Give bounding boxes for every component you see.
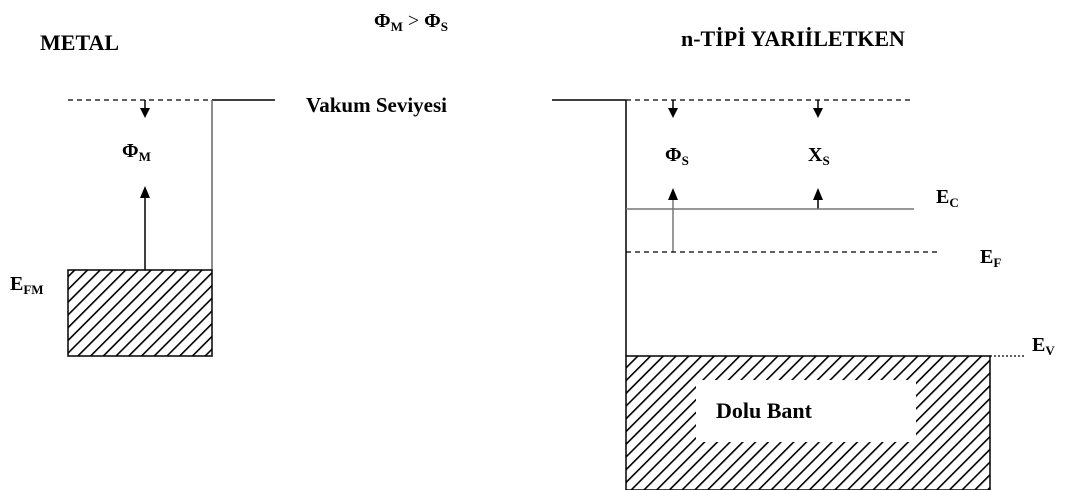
work-function-condition: ΦM>ΦS (374, 10, 448, 34)
metal-fermi-subscript: FM (23, 282, 43, 297)
electron-affinity-subscript: S (822, 153, 829, 168)
semiconductor-work-function-subscript: S (682, 153, 689, 168)
filled-band-label: Dolu Bant (716, 398, 813, 423)
semiconductor-work-function-symbol: Φ (665, 144, 682, 166)
semiconductor-fermi-symbol: E (980, 246, 993, 268)
metal-work-function-label: ΦM (122, 140, 151, 164)
metal-work-function-symbol: Φ (122, 140, 139, 162)
condition-operator: > (408, 10, 419, 32)
conduction-band-label: EC (936, 186, 959, 210)
condition-left-symbol: Φ (374, 10, 391, 32)
valence-band-subscript: V (1045, 343, 1055, 358)
electron-affinity-arrow-bottom-head (813, 188, 823, 200)
conduction-band-subscript: C (949, 195, 958, 210)
metal-work-function-arrow-top-head (140, 108, 150, 118)
semiconductor-work-function-arrow-bottom-head (668, 188, 678, 200)
filled-band-label-box (696, 380, 916, 442)
semiconductor-work-function-label: ΦS (665, 144, 689, 168)
condition-right-subscript: S (441, 19, 448, 34)
semiconductor-fermi-level-label: EF (980, 246, 1001, 270)
conduction-band-symbol: E (936, 186, 949, 208)
semiconductor-title: n-TİPİ YARIİLETKEN (681, 26, 905, 51)
electron-affinity-symbol: X (808, 144, 823, 166)
metal-work-function-subscript: M (139, 149, 151, 164)
electron-affinity-label: XS (808, 144, 830, 168)
semiconductor-fermi-subscript: F (993, 255, 1001, 270)
semiconductor-work-function-arrow-top-head (668, 108, 678, 118)
valence-band-symbol: E (1032, 334, 1045, 356)
metal-filled-states (67, 269, 213, 357)
metal-fermi-symbol: E (10, 273, 23, 295)
electron-affinity-arrow-top-head (813, 108, 823, 118)
vacuum-level-label: Vakum Seviyesi (306, 93, 447, 117)
metal-fermi-level-label: EFM (10, 273, 44, 297)
valence-band-label: EV (1032, 334, 1055, 358)
condition-left-subscript: M (391, 19, 403, 34)
metal-work-function-arrow-bottom-head (140, 186, 150, 198)
condition-right-symbol: Φ (424, 10, 441, 32)
metal-title: METAL (40, 30, 119, 55)
